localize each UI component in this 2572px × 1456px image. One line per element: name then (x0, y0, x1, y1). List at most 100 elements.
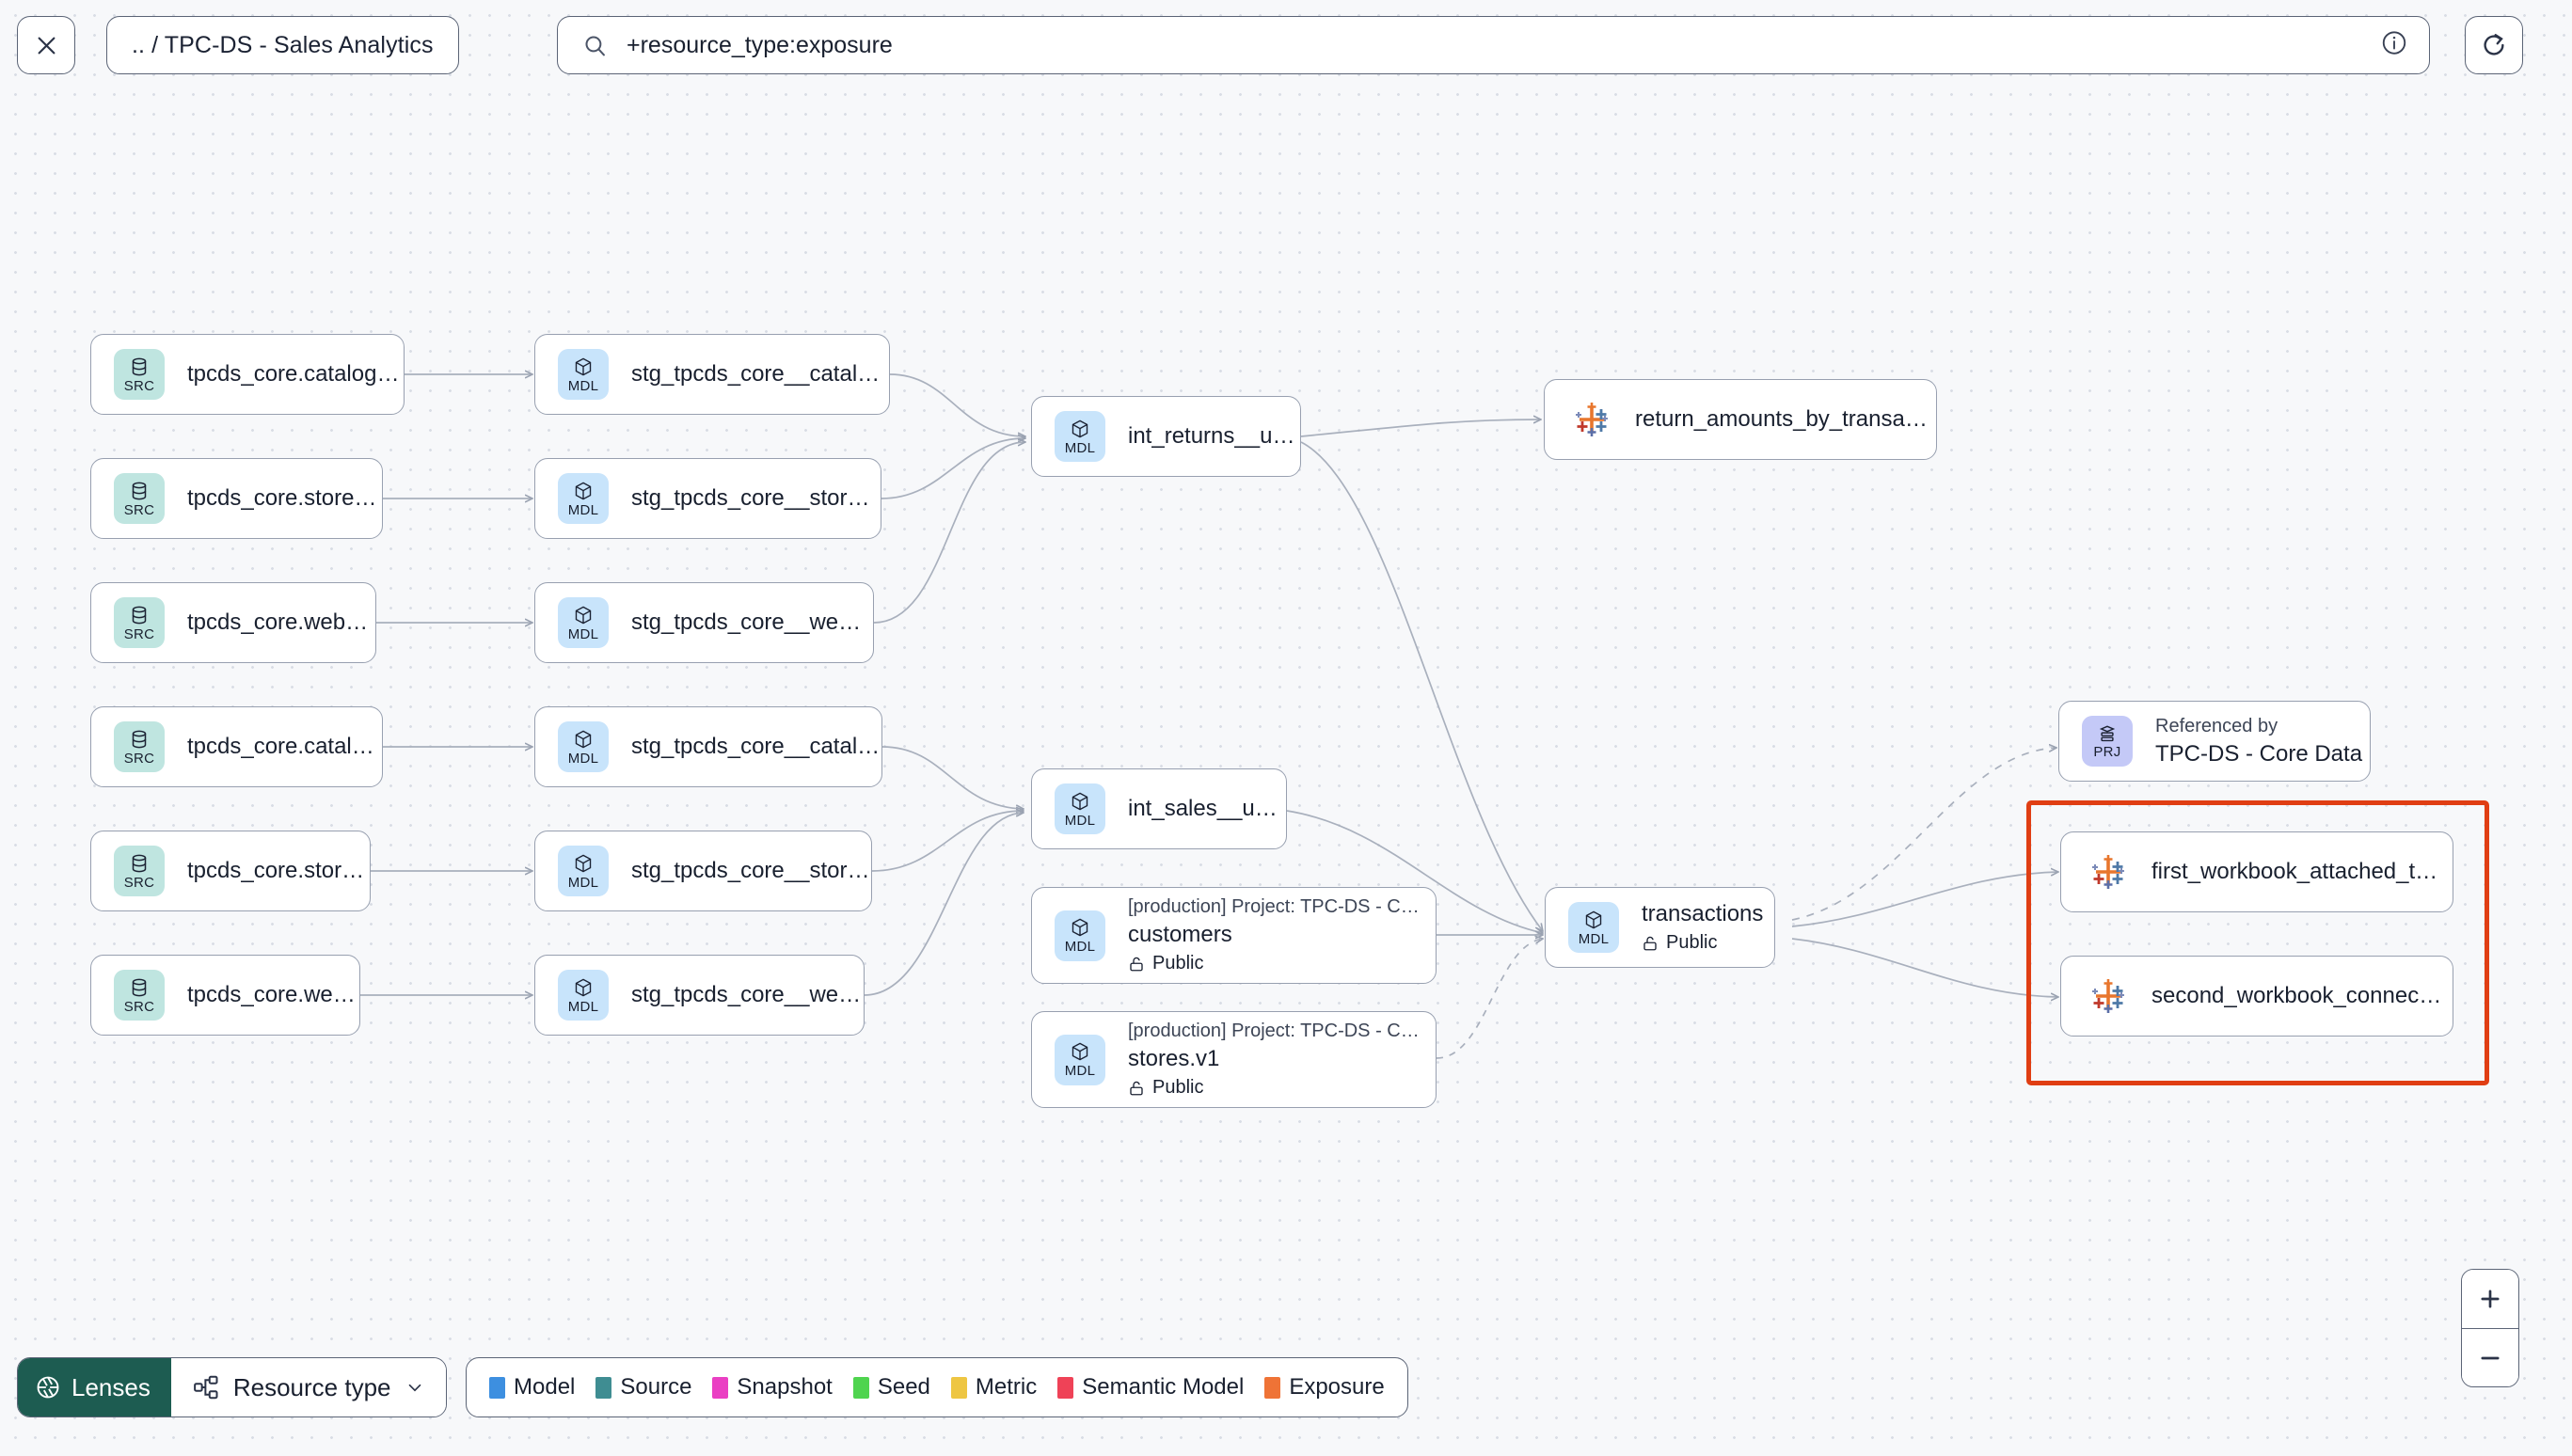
legend-item[interactable]: Metric (950, 1374, 1037, 1401)
minus-icon (2481, 1356, 2500, 1359)
graph-node-source[interactable]: SRC tpcds_core.catalog_sales (90, 706, 383, 787)
cube-icon (575, 854, 592, 872)
graph-node-exposure[interactable]: return_amounts_by_transaction_type (1544, 379, 1937, 460)
node-title: stg_tpcds_core__store_returns (631, 485, 881, 511)
graph-node-model-governed[interactable]: MDL [production] Project: TPC-DS - Core … (1031, 887, 1437, 984)
src-badge: SRC (114, 349, 165, 400)
cube-icon (1072, 792, 1088, 810)
graph-node-source[interactable]: SRC tpcds_core.store_sales (90, 831, 371, 911)
cube-icon (575, 482, 592, 499)
mdl-badge: MDL (558, 721, 609, 772)
prj-badge: PRJ (2082, 716, 2133, 767)
mdl-badge: MDL (558, 970, 609, 1021)
src-badge: SRC (114, 846, 165, 896)
resource-type-dropdown[interactable]: Resource type (170, 1358, 446, 1416)
graph-node-model[interactable]: MDL stg_tpcds_core__web_sales (534, 955, 865, 1036)
badge-label: MDL (567, 874, 599, 891)
badge-label: SRC (123, 625, 155, 642)
graph-node-model[interactable]: MDL stg_tpcds_core__web_returns (534, 582, 874, 663)
top-toolbar: .. / TPC-DS - Sales Analytics +resource_… (0, 0, 2572, 109)
breadcrumb[interactable]: .. / TPC-DS - Sales Analytics (106, 16, 459, 74)
node-subtitle: [production] Project: TPC-DS - Core Data… (1128, 896, 1424, 917)
badge-label: MDL (567, 501, 599, 518)
access-label: Public (1666, 932, 1718, 953)
legend-swatch-metric (950, 1376, 967, 1399)
legend-item[interactable]: Model (489, 1374, 575, 1401)
plus-icon (2481, 1290, 2500, 1308)
legend-item[interactable]: Snapshot (712, 1374, 833, 1401)
legend-label: Seed (877, 1374, 930, 1400)
badge-label: MDL (1064, 939, 1096, 955)
refresh-button[interactable] (2465, 16, 2523, 74)
node-title: transactions (1642, 901, 1764, 926)
zoom-out-button[interactable] (2462, 1328, 2518, 1386)
src-badge: SRC (114, 721, 165, 772)
hierarchy-icon (193, 1375, 218, 1400)
cube-icon (575, 357, 592, 375)
database-icon (132, 482, 147, 499)
unlock-icon (1130, 957, 1143, 971)
cube-icon (575, 606, 592, 624)
node-title: int_sales__unioned (1128, 796, 1286, 821)
node-title: stg_tpcds_core__catalog_sales (631, 734, 881, 759)
legend-label: Exposure (1289, 1374, 1385, 1400)
zoom-in-button[interactable] (2462, 1270, 2518, 1328)
node-access: Public (1642, 932, 1763, 954)
legend-item[interactable]: Exposure (1264, 1374, 1385, 1401)
unlock-icon (1130, 1081, 1143, 1095)
graph-node-source[interactable]: SRC tpcds_core.web_returns (90, 582, 376, 663)
mdl-badge: MDL (1568, 902, 1619, 953)
graph-node-exposure[interactable]: second_workbook_connected_to_live… (2060, 956, 2453, 1037)
database-icon (132, 978, 147, 996)
mdl-badge: MDL (558, 846, 609, 896)
node-title: int_returns__unioned (1128, 423, 1300, 449)
badge-label: PRJ (2093, 743, 2121, 760)
node-title: tpcds_core.store_sales (187, 858, 370, 883)
badge-label: SRC (123, 501, 155, 518)
graph-node-model[interactable]: MDL stg_tpcds_core__catalog_returns (534, 334, 890, 415)
legend-item[interactable]: Source (595, 1374, 691, 1401)
graph-node-model[interactable]: MDL int_returns__unioned (1031, 396, 1301, 477)
graph-node-source[interactable]: SRC tpcds_core.web_sales (90, 955, 360, 1036)
graph-node-model-governed[interactable]: MDL transactions Public (1545, 887, 1775, 968)
graph-node-model-governed[interactable]: MDL [production] Project: TPC-DS - Core … (1031, 1011, 1437, 1108)
mdl-badge: MDL (558, 473, 609, 524)
search-input[interactable]: +resource_type:exposure (557, 16, 2430, 74)
legend-item[interactable]: Seed (852, 1374, 930, 1401)
chevron-down-icon (408, 1384, 421, 1392)
node-title: stg_tpcds_core__web_returns (631, 609, 873, 635)
src-badge: SRC (114, 970, 165, 1021)
graph-node-source[interactable]: SRC tpcds_core.catalog_returns (90, 334, 405, 415)
unlock-icon (1643, 936, 1657, 950)
graph-node-model[interactable]: MDL stg_tpcds_core__store_returns (534, 458, 881, 539)
legend-label: Semantic Model (1082, 1374, 1245, 1400)
graph-node-model[interactable]: MDL stg_tpcds_core__store_sales (534, 831, 872, 911)
close-icon (38, 37, 55, 54)
node-title: second_workbook_connected_to_live… (2151, 983, 2443, 1008)
lenses-button[interactable]: Lenses (18, 1358, 171, 1416)
graph-node-model[interactable]: MDL stg_tpcds_core__catalog_sales (534, 706, 882, 787)
cube-icon (1072, 918, 1088, 937)
node-title: tpcds_core.catalog_returns (187, 361, 404, 387)
node-title: tpcds_core.web_sales (187, 982, 359, 1007)
aperture-icon (37, 1376, 59, 1399)
close-button[interactable] (17, 16, 75, 74)
info-circle-icon[interactable] (2380, 29, 2408, 62)
mdl-badge: MDL (558, 349, 609, 400)
graph-node-project[interactable]: PRJ Referenced by TPC-DS - Core Data Mod… (2058, 701, 2371, 782)
node-subtitle: [production] Project: TPC-DS - Core Data… (1128, 1021, 1424, 1041)
badge-label: MDL (567, 750, 599, 767)
graph-node-model[interactable]: MDL int_sales__unioned (1031, 768, 1287, 849)
project-stack-icon (2099, 724, 2116, 741)
src-badge: SRC (114, 597, 165, 648)
graph-node-exposure[interactable]: first_workbook_attached_to_tpc-ds_-_… (2060, 831, 2453, 912)
graph-node-source[interactable]: SRC tpcds_core.store_returns (90, 458, 383, 539)
resource-type-legend: Model Source Snapshot Seed Metric Semant… (466, 1357, 1408, 1417)
mdl-badge: MDL (1055, 1034, 1105, 1085)
legend-label: Source (620, 1374, 692, 1400)
node-title: stg_tpcds_core__catalog_returns (631, 361, 889, 387)
node-title: stg_tpcds_core__store_sales (631, 858, 871, 883)
tableau-icon (2092, 855, 2124, 889)
node-access: Public (1128, 1077, 1424, 1099)
legend-item[interactable]: Semantic Model (1057, 1374, 1244, 1401)
